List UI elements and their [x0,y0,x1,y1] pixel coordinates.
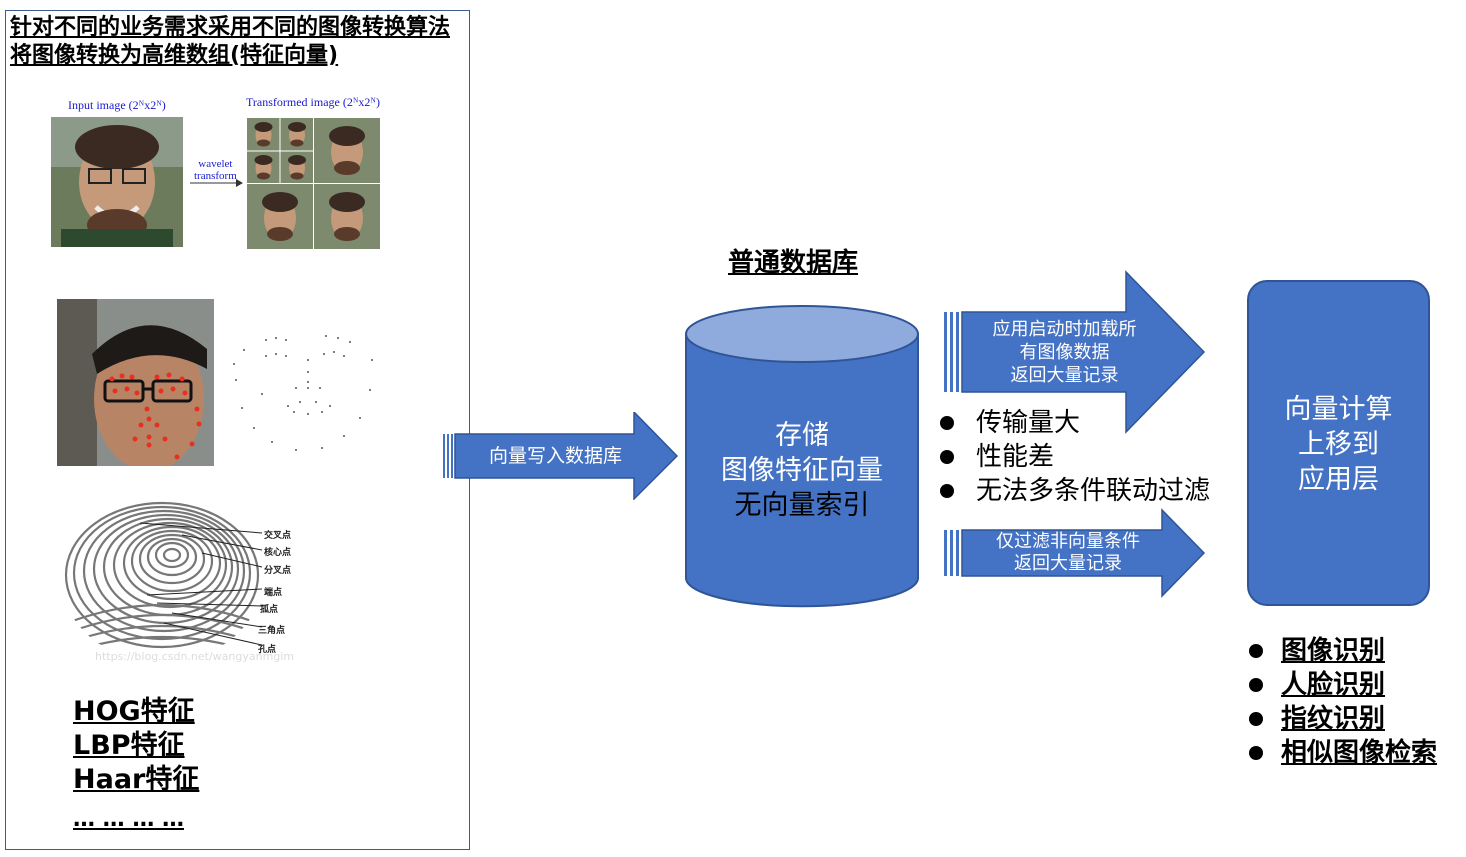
bullet-icon [940,416,954,430]
panel-title-line2: 将图像转换为高维数组(特征向量) [10,43,339,68]
wavelet-arrow-label: wavelet transform [194,158,237,182]
database-cylinder [685,305,919,608]
fingerprint-label-island: 孤点 [260,604,279,614]
fingerprint-label-pore: 孔点 [258,644,277,654]
watermark: https://blog.csdn.net/wangyanmgim [95,650,295,663]
fingerprint-label-core: 核心点 [264,547,292,557]
transformed-image-label: Transformed image (2ᴺx2ᴺ) [246,95,380,109]
filter-arrow [944,508,1206,598]
bullet-icon [1249,644,1263,658]
load-data-label: 应用启动时加载所 有图像数据 返回大量记录 [992,319,1137,386]
bullet-icon [1249,678,1263,692]
write-vector-arrow [443,412,679,500]
fingerprint-label-bifurcation: 分叉点 [264,565,292,575]
feature-lbp: LBP特征 [73,730,185,761]
filter-label: 仅过滤非向量条件 返回大量记录 [996,531,1140,574]
database-line-no-index: 无向量索引 [734,490,870,521]
bullet-icon [940,484,954,498]
input-face-photo [51,117,183,247]
database-content: 存储 图像特征向量 无向量索引 [686,418,918,523]
problem-item: 无法多条件联动过滤 [940,474,1210,508]
problem-item: 传输量大 [940,406,1210,440]
fingerprint-image [62,501,263,657]
feature-more: … … … … [73,807,184,832]
database-line-vectors: 图像特征向量 [721,455,883,486]
feature-haar: Haar特征 [73,764,200,795]
fingerprint-label-ending: 端点 [264,587,283,597]
database-title: 普通数据库 [728,248,859,278]
use-case-list: 图像识别 人脸识别 指纹识别 相似图像检索 [1249,634,1437,770]
panel-title: 针对不同的业务需求采用不同的图像转换算法 将图像转换为高维数组(特征向量) [10,14,470,70]
load-data-arrow [944,270,1206,434]
use-case-item: 相似图像检索 [1249,736,1437,770]
write-vector-label: 向量写入数据库 [488,445,622,467]
fingerprint-label-delta: 三角点 [258,625,286,635]
transformed-face-grid [247,118,380,249]
panel-title-line1: 针对不同的业务需求采用不同的图像转换算法 [10,15,451,40]
feature-hog: HOG特征 [73,696,195,727]
bullet-icon [1249,712,1263,726]
problem-list: 传输量大 性能差 无法多条件联动过滤 [940,406,1210,508]
input-image-label: Input image (2ᴺx2ᴺ) [68,98,166,112]
landmark-face-photo [57,299,214,466]
landmark-point-map [233,335,373,451]
fingerprint-label-cross: 交叉点 [264,530,292,540]
use-case-item: 指纹识别 [1249,702,1437,736]
use-case-item: 人脸识别 [1249,668,1437,702]
app-layer-text: 向量计算 上移到 应用层 [1284,394,1393,495]
problem-item: 性能差 [940,440,1210,474]
feature-list: HOG特征 LBP特征 Haar特征 … … … … [73,695,199,837]
bullet-icon [1249,746,1263,760]
database-line-store: 存储 [775,420,829,451]
use-case-item: 图像识别 [1249,634,1437,668]
wavelet-arrow [190,179,243,187]
algorithm-panel [5,10,470,850]
bullet-icon [940,450,954,464]
app-layer-box [1247,280,1430,606]
